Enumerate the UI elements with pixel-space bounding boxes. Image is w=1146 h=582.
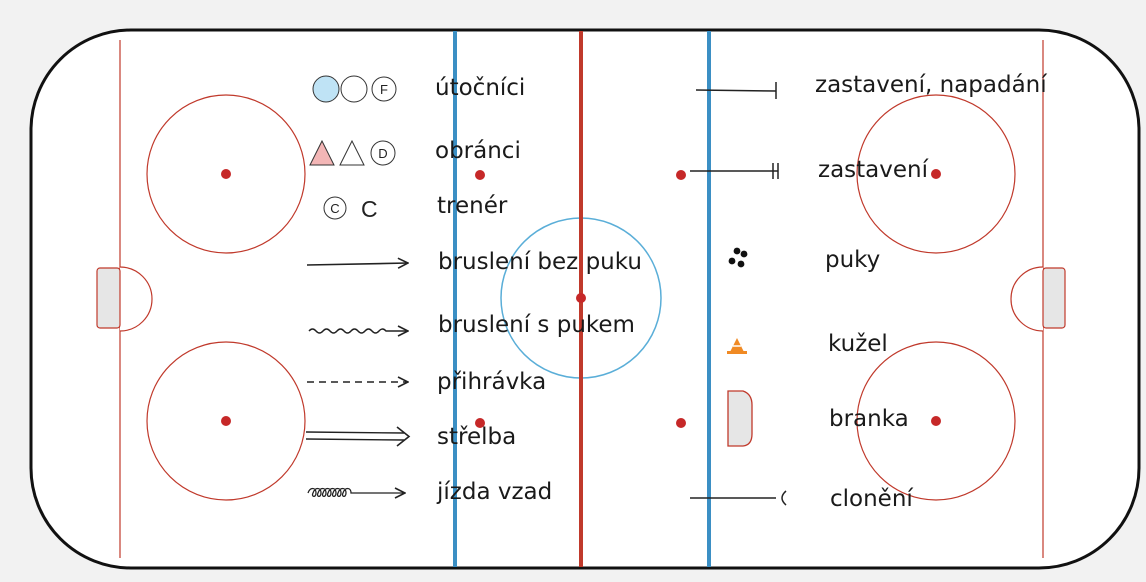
faceoff-dot xyxy=(221,416,231,426)
faceoff-dot xyxy=(676,418,686,428)
skating-with-puck-arrow-icon xyxy=(308,329,408,333)
coach-label: trenér xyxy=(437,193,508,219)
defender-letter-text: D xyxy=(378,146,387,161)
forwards-label: útočníci xyxy=(435,75,526,101)
coach-letter-symbol: C xyxy=(361,196,378,222)
skating-without-puck-label: bruslení bez puku xyxy=(438,249,642,275)
pucks-label: puky xyxy=(825,247,881,273)
faceoff-circle-bottom-right xyxy=(856,341,1016,501)
stop-icon xyxy=(690,163,779,179)
coach-circle-letter: C xyxy=(330,201,339,216)
screening-icon xyxy=(690,490,787,506)
left-goal-net xyxy=(96,267,121,329)
forward-letter-icon xyxy=(371,76,397,102)
stop-forecheck-label: zastavení, napadání xyxy=(815,72,1047,98)
faceoff-dot xyxy=(931,416,941,426)
forward-symbols: F xyxy=(312,75,397,103)
forward-letter-text: F xyxy=(380,82,388,97)
defenders-label: obránci xyxy=(435,138,521,164)
stop-label: zastavení xyxy=(818,157,928,183)
coach-symbols: C C xyxy=(323,196,378,222)
faceoff-dot xyxy=(221,169,231,179)
shot-label: střelba xyxy=(437,424,517,450)
stop-forecheck-icon xyxy=(695,82,777,99)
faceoff-dot xyxy=(676,170,686,180)
faceoff-circle-bottom-left xyxy=(146,341,306,501)
skating-with-puck-label: bruslení s pukem xyxy=(438,312,635,338)
faceoff-circle-top-left xyxy=(146,94,306,254)
backward-skating-label: jízda vzad xyxy=(437,479,553,505)
pucks-icon xyxy=(728,247,748,268)
faceoff-dot xyxy=(475,170,485,180)
left-goal-crease xyxy=(119,266,153,332)
coach-circle-icon xyxy=(323,196,347,220)
faceoff-dot xyxy=(931,169,941,179)
goal-label: branka xyxy=(829,406,909,432)
skating-arrow-icon xyxy=(306,263,408,265)
pass-label: přihrávka xyxy=(437,369,547,395)
forward-filled-icon xyxy=(312,75,340,103)
forward-empty-icon xyxy=(340,75,368,103)
cone-icon xyxy=(727,338,747,354)
screening-label: clonění xyxy=(830,486,913,512)
faceoff-dot xyxy=(475,418,485,428)
defender-empty-icon xyxy=(339,139,365,166)
faceoff-circle-top-right xyxy=(856,94,1016,254)
right-goal-net xyxy=(1042,267,1066,329)
goal-icon xyxy=(727,390,753,447)
cone-label: kužel xyxy=(828,331,888,357)
defender-filled-icon xyxy=(309,139,335,166)
right-goal-crease xyxy=(1010,266,1044,332)
backward-skating-arrow-icon xyxy=(307,489,405,497)
center-faceoff-dot xyxy=(576,293,586,303)
defender-symbols: D xyxy=(309,139,396,166)
shot-arrow-icon xyxy=(305,426,411,447)
defender-letter-icon xyxy=(370,140,396,166)
